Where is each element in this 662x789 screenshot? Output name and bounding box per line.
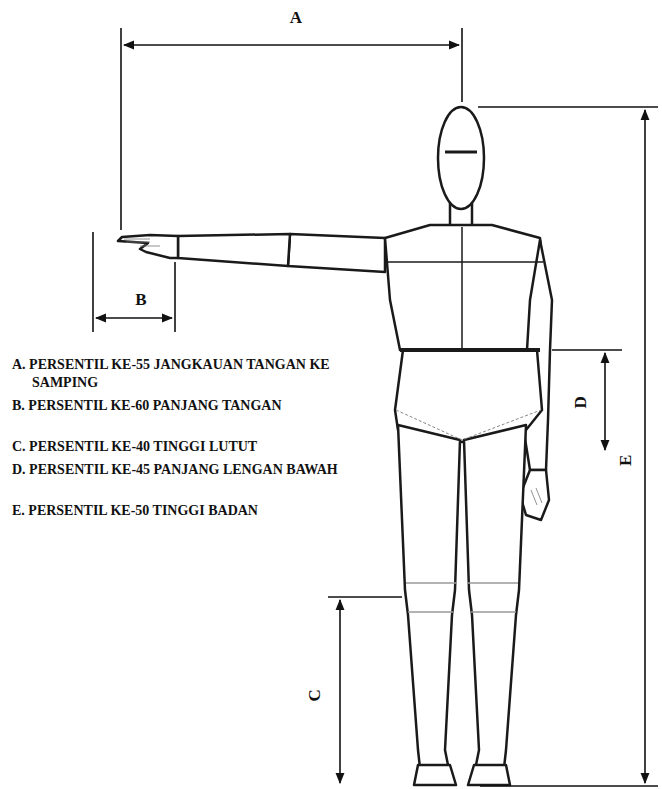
right-leg xyxy=(464,425,526,768)
dimension-letter: D xyxy=(572,394,591,410)
head xyxy=(438,107,484,209)
dimension-letter: B xyxy=(133,291,148,310)
forearm xyxy=(178,234,290,266)
legend-note: D. PERSENTIL KE-45 PANJANG LENGAN BAWAH xyxy=(12,461,367,479)
left-leg xyxy=(398,425,460,768)
torso xyxy=(385,225,546,350)
left-foot xyxy=(414,765,456,785)
legend-note: A. PERSENTIL KE-55 JANGKAUAN TANGAN KE S… xyxy=(12,356,367,391)
legend-note: E. PERSENTIL KE-50 TINGGI BADAN xyxy=(12,502,367,520)
upper-arm xyxy=(288,234,385,272)
dimension-letter: C xyxy=(306,687,325,703)
eye-band xyxy=(445,151,477,154)
dimension-letter: E xyxy=(618,452,637,467)
right-foot xyxy=(468,765,510,785)
figure-details xyxy=(124,227,543,612)
hand xyxy=(118,235,178,258)
legend-note: C. PERSENTIL KE-40 TINGGI LUTUT xyxy=(12,438,367,456)
legend-note: B. PERSENTIL KE-60 PANJANG TANGAN xyxy=(12,397,367,415)
dimension-letter: A xyxy=(288,9,304,28)
